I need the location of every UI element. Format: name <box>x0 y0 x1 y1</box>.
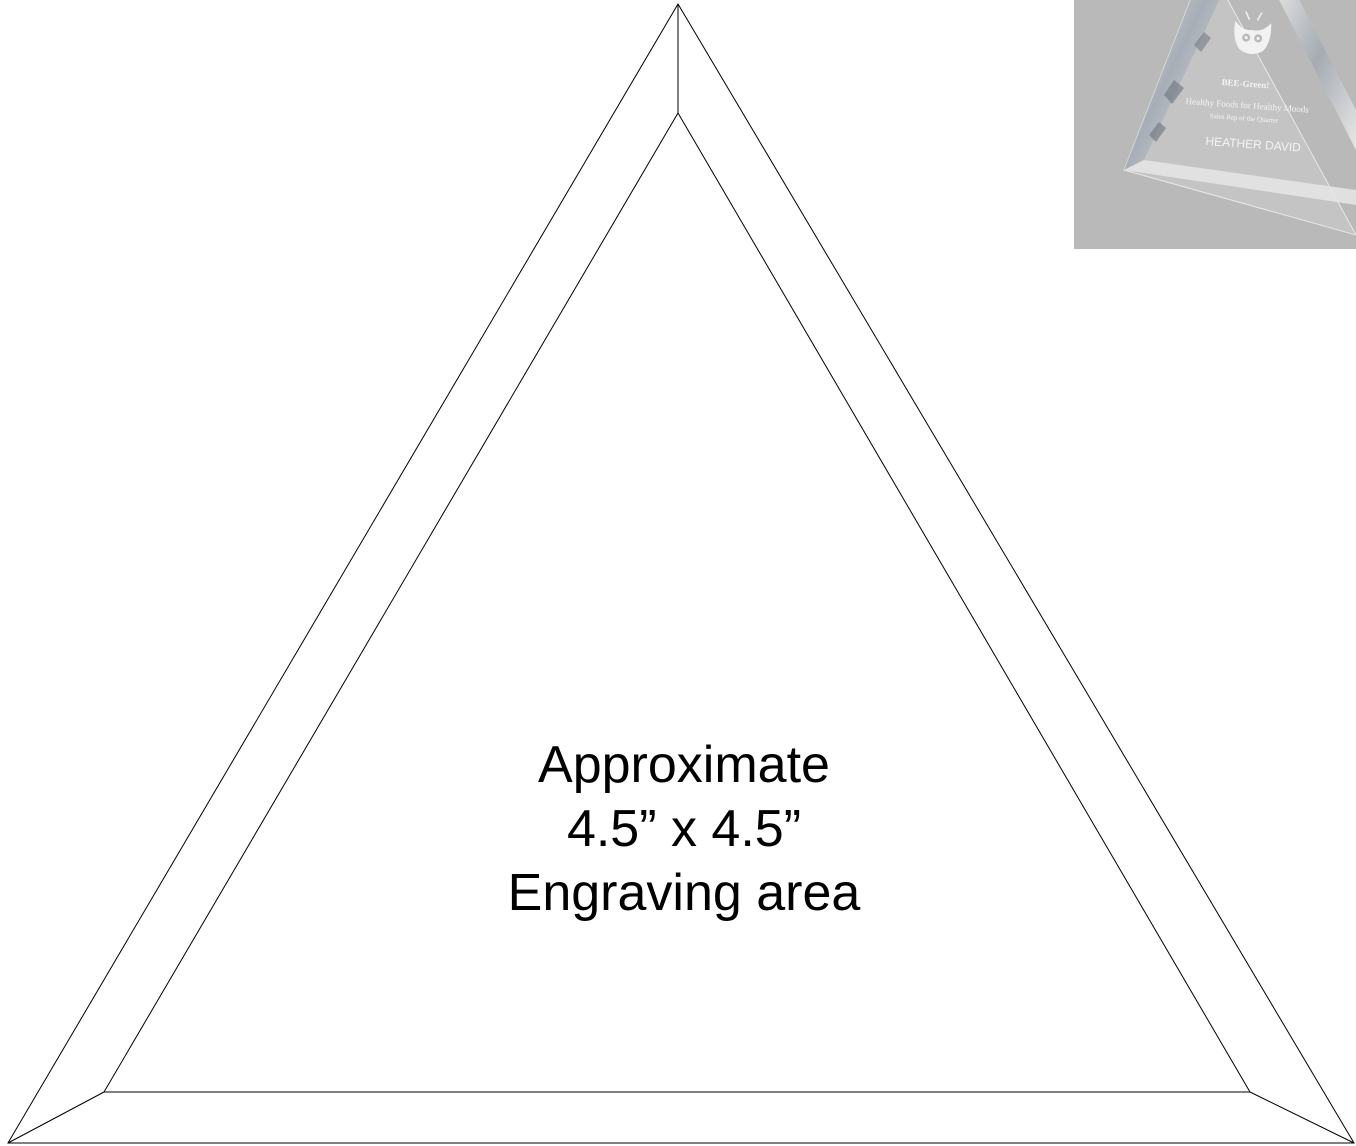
bevel-line-left <box>7 1091 105 1144</box>
engraving-label-line1: Approximate <box>538 736 830 794</box>
glass-triangle-award-illustration <box>1123 0 1356 236</box>
owl-logo-icon <box>1234 11 1272 54</box>
engraving-label-line3: Engraving area <box>507 864 861 922</box>
engraving-label-dimensions: 4.5” x 4.5” <box>566 800 802 858</box>
outer-triangle <box>7 3 1355 1144</box>
inner-engraving-triangle <box>103 112 1251 1093</box>
bevel-line-right <box>1249 1091 1355 1144</box>
sample-award-photo: BEE-Green! Healthy Foods for Healthy Moo… <box>1074 0 1356 249</box>
